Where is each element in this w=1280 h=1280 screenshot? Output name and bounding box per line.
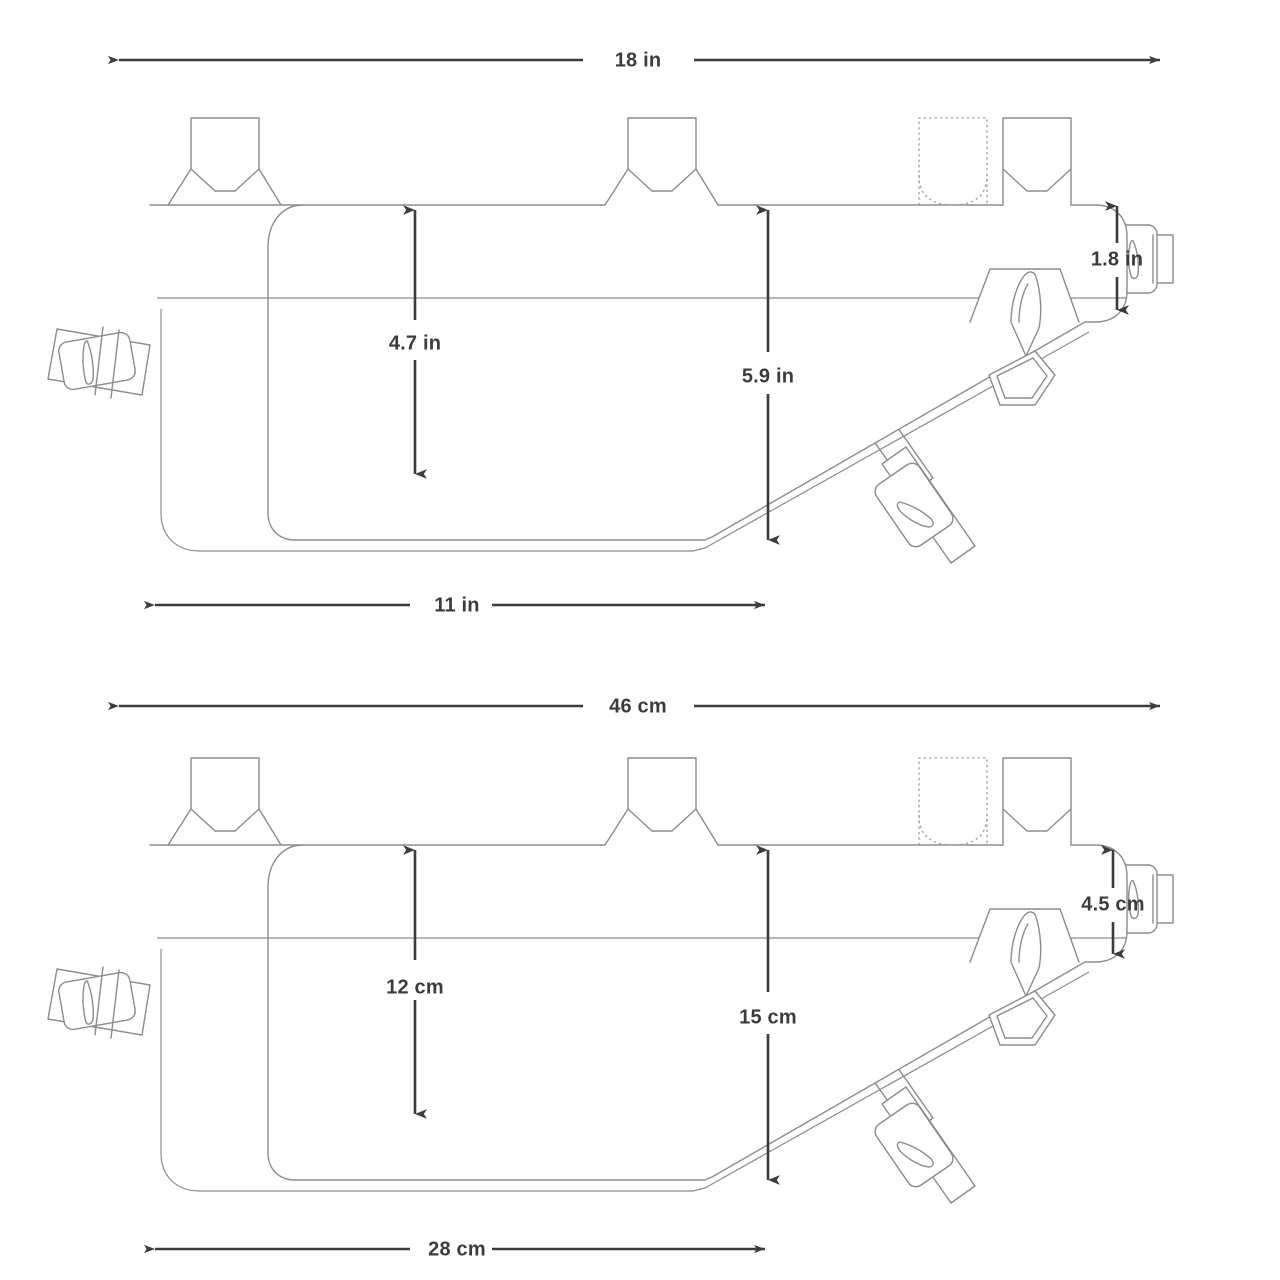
dimension-rear-height-imperial: 1.8 in: [1091, 201, 1143, 315]
metric-dimensions-view: 46 cm 12 cm 15 cm 4.5 cm: [47, 695, 1174, 1260]
dimension-label-front-height-metric: 12 cm: [386, 976, 444, 998]
dimension-bottom-length-metric: 28 cm: [144, 1238, 765, 1260]
dimension-overall-length-metric: 46 cm: [108, 695, 1160, 717]
dimension-label-overall-length-imperial: 18 in: [615, 49, 662, 71]
dimension-label-bottom-length-imperial: 11 in: [434, 594, 479, 616]
dimension-mid-height-imperial: 5.9 in: [742, 205, 794, 545]
dimension-label-overall-length-metric: 46 cm: [609, 695, 667, 717]
dimension-label-rear-height-imperial: 1.8 in: [1091, 248, 1143, 270]
dimension-overall-length-imperial: 18 in: [108, 49, 1160, 71]
dimension-front-height-metric: 12 cm: [386, 845, 444, 1119]
dimension-label-front-height-imperial: 4.7 in: [389, 332, 441, 354]
dimension-mid-height-metric: 15 cm: [739, 845, 797, 1185]
dimension-front-height-imperial: 4.7 in: [389, 205, 441, 479]
dimension-rear-height-metric: 4.5 cm: [1081, 845, 1145, 959]
dimension-label-rear-height-metric: 4.5 cm: [1081, 893, 1144, 915]
imperial-dimensions-view: 18 in 4.7 in 5.9 in 1.8 in: [47, 49, 1174, 616]
dimension-label-mid-height-metric: 15 cm: [739, 1006, 797, 1028]
dimension-label-mid-height-imperial: 5.9 in: [742, 365, 794, 387]
bag-outline-imperial: [47, 117, 1174, 564]
dimension-label-bottom-length-metric: 28 cm: [428, 1238, 486, 1260]
bag-outline-metric: [47, 757, 1174, 1204]
dimension-bottom-length-imperial: 11 in: [144, 594, 765, 616]
